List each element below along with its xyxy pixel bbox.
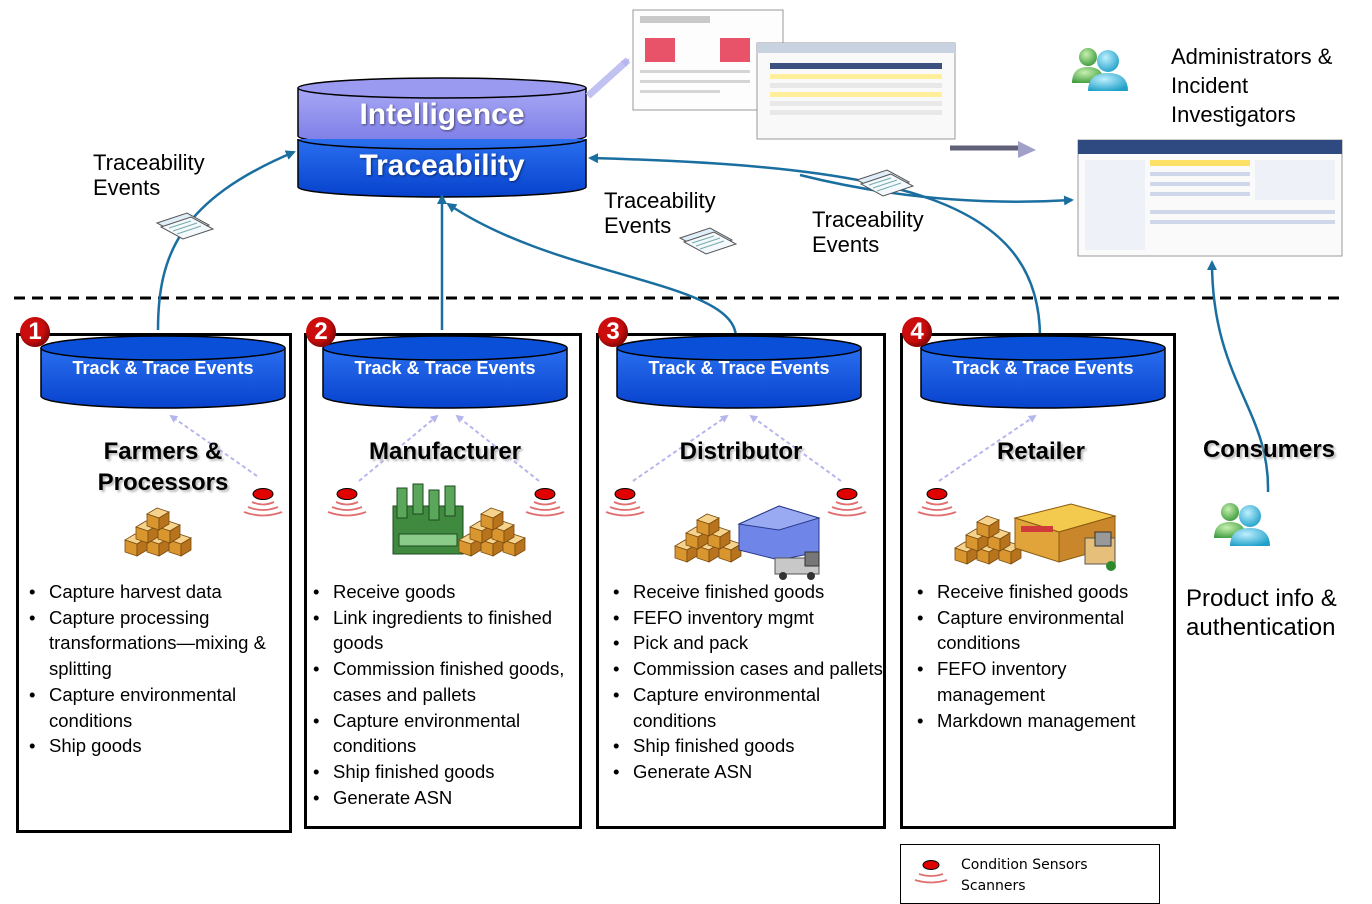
admin-dashboard-screenshot-icon [1077,139,1343,257]
list-item: Capture environmental conditions [311,708,583,759]
sensor-icon [827,487,867,517]
sensor-icon [605,487,645,517]
store-icon [1013,503,1117,571]
list-item: Capture processing transformations—mixin… [27,605,289,682]
consumers-title: Consumers [1202,436,1336,463]
task-list: Capture harvest data Capture processing … [27,579,289,759]
traceability-events-label: Traceability Events [604,188,716,238]
document-icon [856,169,914,197]
db-label: Track & Trace Events [354,358,536,378]
db-label: Track & Trace Events [952,358,1134,378]
legend-sensor-label: Condition Sensors [961,857,1088,873]
list-item: Ship finished goods [311,759,583,785]
sensor-icon [327,487,367,517]
stage-number-badge: 2 [306,317,336,347]
boxes-icon [124,507,192,557]
stage-number-badge: 3 [598,317,628,347]
stage-title: Retailer [996,438,1086,465]
traceability-events-label: Traceability Events [812,207,924,257]
track-trace-database [920,336,1166,409]
stage-manufacturer: Track & Trace Events Manufacturer Receiv… [304,333,582,829]
stage-farmers-processors: Track & Trace Events Farmers & Processor… [16,333,292,833]
stage-retailer: Track & Trace Events Retailer Receive fi… [900,333,1176,829]
task-list: Receive goods Link ingredients to finish… [311,579,583,810]
task-list: Receive finished goods FEFO inventory mg… [611,579,885,785]
list-item: Markdown management [915,708,1175,734]
administrators-label: Administrators & Incident Investigators [1171,44,1333,127]
stage-graphics [40,336,286,557]
list-item: Receive finished goods [611,579,885,605]
sensor-icon [525,487,565,517]
people-icon [1072,48,1128,91]
legend: Condition Sensors Scanners [900,844,1160,904]
boxes-icon [458,507,526,557]
list-item: FEFO inventory mgmt [611,605,885,631]
list-item: Commission finished goods, cases and pal… [311,656,583,707]
track-trace-database [616,336,862,409]
list-item: Capture environmental conditions [27,682,289,733]
db-label: Track & Trace Events [648,358,830,378]
list-item: Capture environmental conditions [915,605,1175,656]
intelligence-label: Intelligence [359,98,525,131]
boxes-icon [954,515,1022,565]
track-trace-database [40,336,286,409]
stage-graphics [605,336,867,580]
db-label: Track & Trace Events [72,358,254,378]
stage-title: Farmers & Processors [97,438,229,496]
list-item: Link ingredients to finished goods [311,605,583,656]
list-item: Capture environmental conditions [611,682,885,733]
list-item: Receive goods [311,579,583,605]
people-icon [1214,503,1270,546]
stage-title: Manufacturer [368,438,522,465]
list-item: Pick and pack [611,630,885,656]
list-item: Capture harvest data [27,579,289,605]
list-item: Generate ASN [311,785,583,811]
central-database [297,77,587,198]
stage-distributor: Track & Trace Events Distributor Receive… [596,333,886,829]
consumers-caption: Product info & authentication [1186,585,1337,641]
stage-number-badge: 1 [20,317,50,347]
traceability-events-label: Traceability Events [93,150,205,200]
list-item: Ship goods [27,733,289,759]
stage-graphics [917,336,1166,571]
stage-number-badge: 4 [902,317,932,347]
factory-icon [392,483,464,555]
list-item: FEFO inventory management [915,656,1175,707]
boxes-icon [674,513,742,563]
legend-scanner-label: Scanners [961,878,1026,894]
dashboard-screenshot-icon [756,42,956,140]
track-trace-database [322,336,568,409]
warehouse-truck-icon [737,505,821,580]
list-item: Generate ASN [611,759,885,785]
stage-title: Distributor [679,438,803,465]
sensor-icon [917,487,957,517]
stage-graphics [322,336,568,557]
traceability-label: Traceability [359,149,525,182]
sensor-icon [914,860,948,884]
list-item: Commission cases and pallets [611,656,885,682]
task-list: Receive finished goods Capture environme… [915,579,1175,733]
document-icon [156,212,214,240]
list-item: Ship finished goods [611,733,885,759]
list-item: Receive finished goods [915,579,1175,605]
